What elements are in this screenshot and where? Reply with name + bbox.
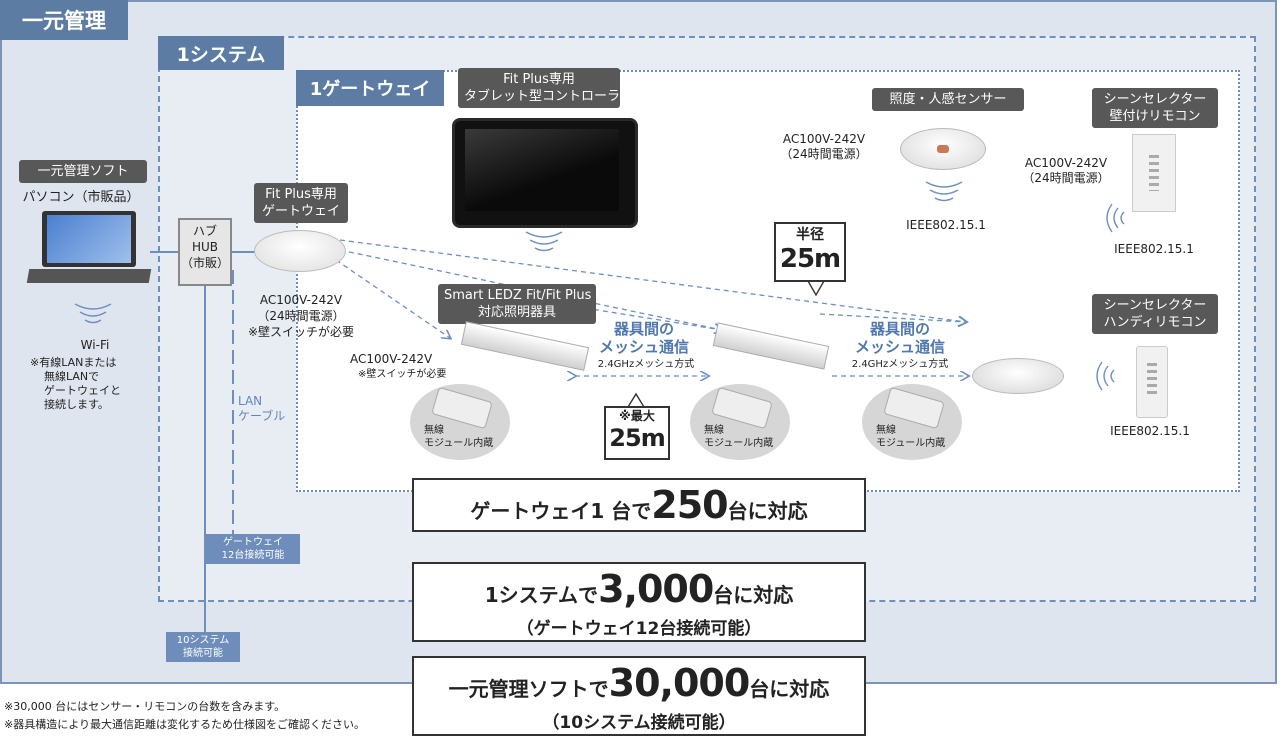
- mesh-method-2: 2.4GHzメッシュ方式: [851, 359, 949, 370]
- wifi-waves-icon: [74, 181, 1125, 391]
- laptop-icon: [26, 211, 152, 287]
- wall-remote-power: AC100V-242V（24時間電源）: [1022, 156, 1110, 185]
- wifi-note: ※有線LANまたは無線LANで ゲートウェイと接続します。: [30, 356, 121, 411]
- wall-remote-protocol: IEEE802.15.1: [1114, 242, 1194, 256]
- handy-remote-icon: [1136, 346, 1168, 418]
- module-3-icon: 無線モジュール内蔵: [862, 384, 962, 460]
- mesh-label-2: 器具間のメッシュ通信: [854, 320, 945, 356]
- gateway-device-label: Fit Plus専用ゲートウェイ: [254, 183, 348, 223]
- sensor-label: 照度・人感センサー: [872, 88, 1024, 111]
- gateway-to-sensor-arrow: [339, 239, 966, 322]
- fixture-switch-note: ※壁スイッチが必要: [358, 369, 447, 380]
- mesh-label-1: 器具間のメッシュ通信: [598, 320, 689, 356]
- gateway-to-fixture2-arrow: [339, 249, 722, 330]
- result-unified: 一元管理ソフトで30,000台に対応 （10システム接続可能）: [412, 656, 866, 736]
- pc-label: パソコン（市販品）: [22, 190, 140, 205]
- sensor-protocol: IEEE802.15.1: [906, 218, 986, 232]
- fixture-power: AC100V-242V: [350, 352, 433, 366]
- wall-remote-icon: [1132, 134, 1176, 212]
- handy-remote-label: シーンセレクターハンディリモコン: [1092, 294, 1218, 334]
- mesh-method-1: 2.4GHzメッシュ方式: [597, 359, 695, 370]
- downlight-icon: [972, 358, 1064, 394]
- fixture2-to-sensor-arrow: [819, 313, 966, 322]
- system-tab: 1システム: [158, 36, 284, 70]
- max-distance-box: ※最大 25m: [604, 406, 670, 460]
- footnotes: ※30,000 台にはセンサー・リモコンの台数を含みます。※器具構造により最大通…: [4, 700, 365, 731]
- tablet-icon: [452, 118, 638, 228]
- sensor-icon: [900, 128, 986, 170]
- handy-remote-protocol: IEEE802.15.1: [1110, 424, 1190, 438]
- unified-soft-label: 一元管理ソフト: [19, 160, 147, 183]
- result-system: 1システムで3,000台に対応 （ゲートウェイ12台接続可能）: [412, 562, 866, 642]
- gateway-tab: 1ゲートウェイ: [296, 70, 444, 106]
- sensor-power: AC100V-242V（24時間電源）: [780, 132, 868, 161]
- wall-remote-label: シーンセレクター壁付けリモコン: [1092, 88, 1218, 128]
- tablet-label: Fit Plus専用タブレット型コントローラ: [458, 68, 620, 108]
- system-connection-label: 10システム接続可能: [166, 632, 240, 662]
- unified-management-tab: 一元管理: [0, 0, 128, 40]
- gateway-device-icon: [254, 230, 346, 272]
- wifi-label: Wi-Fi: [80, 338, 110, 352]
- module-2-icon: 無線モジュール内蔵: [690, 384, 790, 460]
- result-gateway: ゲートウェイ1 台で250台に対応: [412, 478, 866, 532]
- gateway-power: AC100V-242V（24時間電源） ※壁スイッチが必要: [247, 293, 355, 339]
- module-1-icon: 無線モジュール内蔵: [410, 384, 510, 460]
- radius-box: 半径 25m: [774, 222, 846, 282]
